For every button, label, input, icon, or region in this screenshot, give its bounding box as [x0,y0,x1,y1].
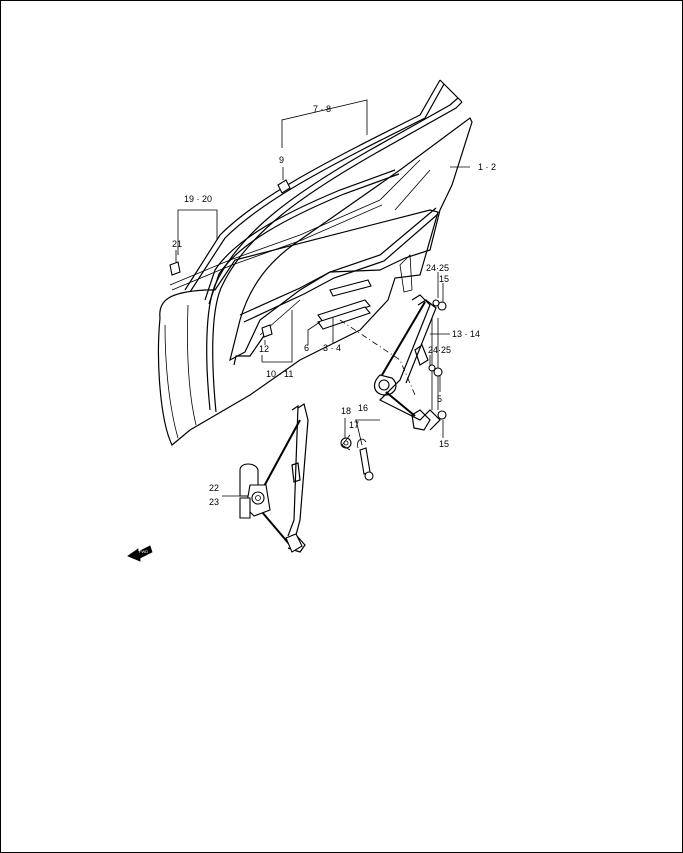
callout-15-top: 15 [439,274,449,284]
callout-22: 22 [209,483,219,493]
callout-1-2: 1 · 2 [478,162,496,172]
callout-21: 21 [172,239,182,249]
callout-12: 12 [259,344,269,354]
callout-labels: 7 · 8 9 1 · 2 19 · 20 21 24·25 15 13 · 1… [172,104,496,507]
callout-13-14: 13 · 14 [452,329,480,339]
callout-24-25-mid: 24·25 [428,345,451,355]
callout-16: 16 [358,403,368,413]
callout-23: 23 [209,497,219,507]
callout-10-11: 10 · 11 [266,369,293,379]
clip-21 [169,261,181,276]
callout-15-bottom: 15 [439,439,449,449]
bolts [428,299,447,420]
rear-window-regulator [373,294,441,431]
forward-arrow-icon: FWD [127,545,153,562]
callout-24-25-top: 24·25 [426,263,449,273]
alignment-line [339,319,416,396]
clip-12 [261,324,273,338]
callout-3-4: 3 · 4 [323,343,341,353]
glass-channel-3-4 [317,279,372,330]
forward-arrow-label: FWD [139,549,148,554]
callout-18: 18 [341,406,351,416]
callout-19-20: 19 · 20 [184,194,212,204]
leader-lines [175,99,470,497]
callout-17: 17 [349,420,359,430]
door-panel [157,209,439,446]
callout-5: 5 [437,394,442,404]
callout-7-8: 7 · 8 [313,104,331,114]
belt-weatherstrip [169,199,439,323]
regulator-handle [340,437,374,481]
power-window-regulator [239,403,309,553]
callout-9: 9 [279,155,284,165]
glass-run-channel [204,169,413,305]
door-sash-outer [184,79,463,413]
callout-6: 6 [304,343,309,353]
clip-9 [277,179,291,194]
